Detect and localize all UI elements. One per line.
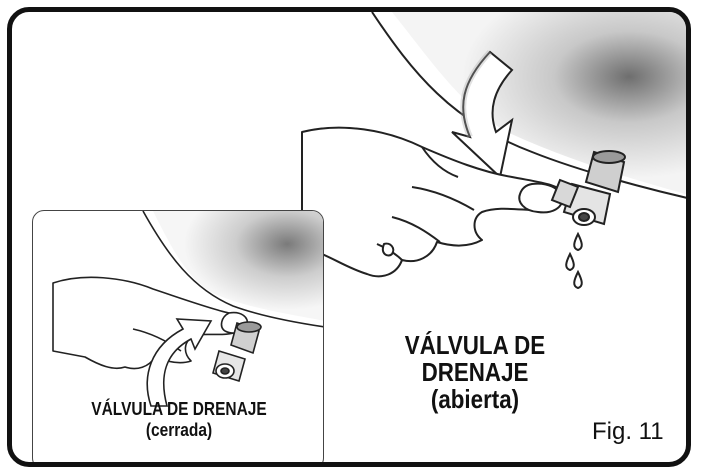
inset-caption-line2: (cerrada) [53,420,304,441]
main-caption-line1: VÁLVULA DE DRENAJE [350,332,599,386]
figure-number: Fig. 11 [592,418,664,446]
water-drops [566,234,582,288]
inset-caption-line1: VÁLVULA DE DRENAJE [53,399,304,420]
figure-frame: VÁLVULA DE DRENAJE (cerrada) VÁLVULA DE … [7,7,691,467]
inset-caption: VÁLVULA DE DRENAJE (cerrada) [53,399,304,441]
inset-panel: VÁLVULA DE DRENAJE (cerrada) [32,210,324,467]
main-caption-line2: (abierta) [350,386,599,413]
main-caption: VÁLVULA DE DRENAJE (abierta) [350,332,599,413]
